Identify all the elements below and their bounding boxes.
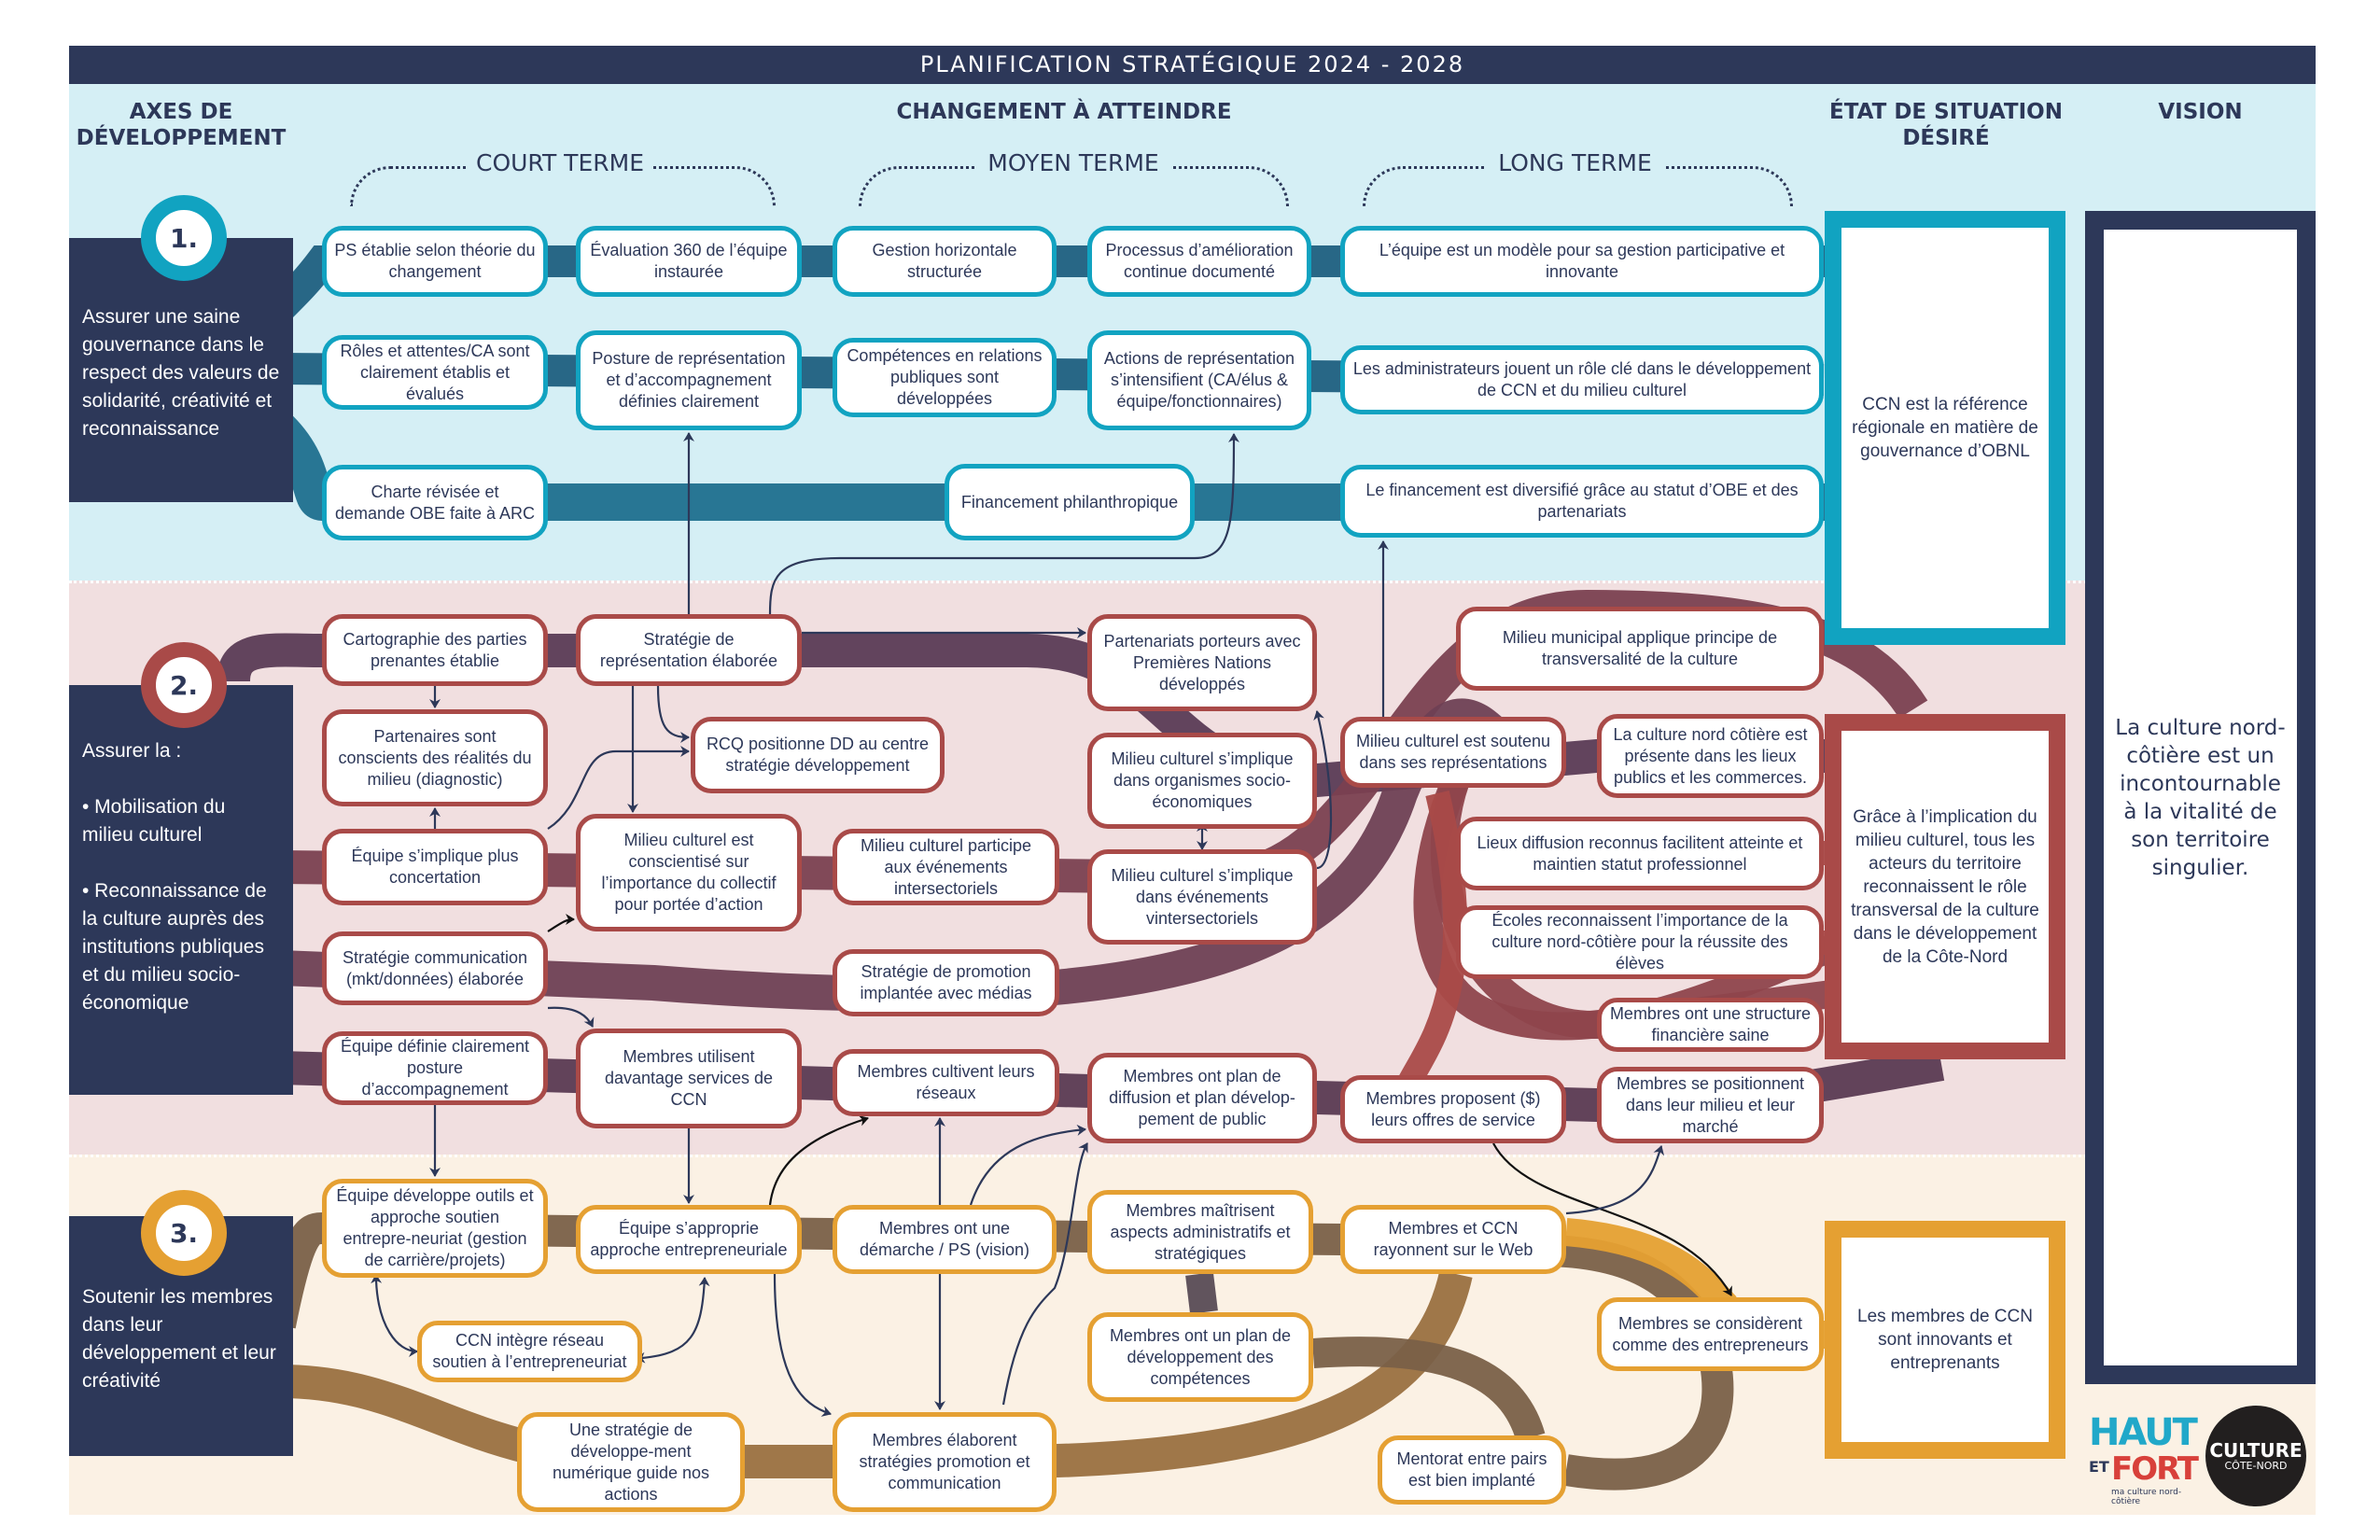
outcome-node-n1f: Rôles et attentes/CA sont clairement éta…	[322, 335, 548, 410]
axis-3-number: 3.	[141, 1190, 227, 1276]
logo-et-text: ET	[2089, 1458, 2109, 1476]
outcome-node-n2m: Milieu culturel s’implique dans événemen…	[1087, 849, 1317, 945]
outcome-node-n3i: Une stratégie de développe-ment numériqu…	[517, 1412, 745, 1512]
dependency-arrow	[547, 1006, 595, 1028]
outcome-node-n2s: Équipe définie clairement posture d’acco…	[322, 1031, 548, 1105]
dependency-arrow	[773, 1273, 832, 1417]
etat-membres-innovants: Les membres de CCN sont innovants et ent…	[1825, 1221, 2065, 1459]
outcome-node-n1l: Financement philanthropique	[945, 464, 1195, 540]
vision-box: La culture nord-côtière est un incontour…	[2085, 211, 2316, 1384]
culture-cote-nord-logo: CULTURE CÔTE-NORD	[2205, 1406, 2306, 1506]
outcome-node-n2t: Membres utilisent davantage services de …	[576, 1029, 802, 1128]
outcome-node-n2x: Membres se positionnent dans leur milieu…	[1597, 1067, 1824, 1143]
outcome-node-n3e: Membres et CCN rayonnent sur le Web	[1340, 1205, 1566, 1274]
outcome-node-n3g: Membres ont un plan de développement des…	[1087, 1312, 1313, 1402]
outcome-node-n3k: Mentorat entre pairs est bien implanté	[1378, 1435, 1566, 1505]
dependency-arrow	[547, 746, 690, 830]
outcome-node-n1k: Charte révisée et demande OBE faite à AR…	[322, 465, 548, 540]
outcome-node-n2h: Milieu culturel est soutenu dans ses rep…	[1340, 717, 1566, 788]
outcome-node-n1j: Les administrateurs jouent un rôle clé d…	[1340, 345, 1824, 414]
outcome-node-n2w: Membres proposent ($) leurs offres de se…	[1340, 1075, 1566, 1143]
dependency-arrow	[969, 1124, 1086, 1206]
outcome-node-n2a: Cartographie des parties prenantes établ…	[322, 614, 548, 686]
dependency-arrow	[1565, 1145, 1665, 1215]
outcome-node-n2c: Partenariats porteurs avec Premières Nat…	[1087, 614, 1317, 711]
dependency-arrow	[1313, 710, 1333, 870]
logo-fort-text: FORT	[2111, 1450, 2199, 1488]
dependency-arrow	[1001, 1142, 1088, 1406]
term-court: COURT TERME	[467, 149, 653, 176]
dependency-arrow	[768, 433, 1239, 615]
outcome-node-n2g: Milieu culturel s’implique dans organism…	[1087, 733, 1317, 829]
outcome-node-n2i: La culture nord côtière est présente dan…	[1597, 714, 1824, 798]
dependency-arrow	[656, 685, 690, 743]
term-long: LONG TERME	[1484, 149, 1666, 176]
outcome-node-n2l: Milieu culturel participe aux événements…	[833, 829, 1059, 905]
column-header-etat: ÉTAT DE SITUATION DÉSIRÉ	[1829, 100, 2063, 150]
flow-ribbon	[264, 1211, 1734, 1491]
outcome-node-n1d: Processus d’amélioration continue docume…	[1087, 226, 1311, 297]
dependency-arrow	[768, 1114, 869, 1206]
dependency-arrow	[371, 1274, 418, 1357]
outcome-node-n3b: Équipe s’approprie approche entrepreneur…	[576, 1205, 802, 1274]
outcome-node-n2r: Membres ont une structure financière sai…	[1597, 998, 1824, 1052]
logo-ccn-line2: CÔTE-NORD	[2224, 1459, 2288, 1472]
outcome-node-n3d: Membres maîtrisent aspects administratif…	[1087, 1190, 1313, 1274]
logo-haut-text: HAUT	[2089, 1411, 2198, 1454]
outcome-node-n1c: Gestion horizontale structurée	[833, 226, 1057, 297]
axis-2-number: 2.	[141, 642, 227, 728]
outcome-node-n2b: Stratégie de représentation élaborée	[576, 614, 802, 686]
outcome-node-n1e: L’équipe est un modèle pour sa gestion p…	[1340, 226, 1824, 297]
outcome-node-n2v: Membres ont plan de diffusion et plan dé…	[1087, 1053, 1317, 1143]
outcome-node-n1h: Compétences en relations publiques sont …	[833, 338, 1057, 417]
axis-1-number: 1.	[141, 195, 227, 281]
flow-ribbon	[1311, 1337, 1546, 1442]
column-header-axes: AXES DE DÉVELOPPEMENT	[76, 100, 287, 150]
outcome-node-n2n: Lieux diffusion reconnus facilitent atte…	[1456, 817, 1824, 890]
outcome-node-n1i: Actions de représentation s’intensifient…	[1087, 330, 1311, 430]
page-title: PLANIFICATION STRATÉGIQUE 2024 - 2028	[69, 46, 2316, 84]
column-header-changement: CHANGEMENT À ATTEINDRE	[896, 100, 1232, 124]
outcome-node-n2k: Milieu culturel est conscientisé sur l’i…	[576, 814, 802, 931]
dependency-arrow	[1492, 1142, 1732, 1296]
etat-culture-transversale: Grâce à l’implication du milieu culturel…	[1825, 714, 2065, 1059]
outcome-node-n2u: Membres cultivent leurs réseaux	[833, 1049, 1059, 1116]
outcome-node-n1m: Le financement est diversifié grâce au s…	[1340, 465, 1824, 538]
outcome-node-n2d: Milieu municipal applique principe de tr…	[1456, 607, 1824, 691]
logo-ccn-line1: CULTURE	[2209, 1438, 2303, 1462]
outcome-node-n3f: CCN intègre réseau soutien à l’entrepren…	[417, 1321, 642, 1382]
column-header-vision: VISION	[2158, 100, 2243, 124]
outcome-node-n2f: RCQ positionne DD au centre stratégie dé…	[691, 717, 945, 793]
term-moyen: MOYEN TERME	[975, 149, 1171, 176]
flow-ribbon	[1185, 1272, 1218, 1314]
logo-tagline: ma culture nord-côtière	[2111, 1488, 2182, 1506]
outcome-node-n3a: Équipe développe outils et approche sout…	[322, 1179, 548, 1278]
etat-governance: CCN est la référence régionale en matièr…	[1825, 211, 2065, 645]
outcome-node-n2o: Stratégie communication (mkt/données) él…	[322, 931, 548, 1005]
axis-1-description: Assurer une saine gouvernance dans le re…	[69, 238, 293, 502]
outcome-node-n2p: Stratégie de promotion implantée avec mé…	[833, 949, 1059, 1016]
dependency-arrow	[636, 1277, 710, 1364]
outcome-node-n3c: Membres ont une démarche / PS (vision)	[833, 1205, 1057, 1274]
outcome-node-n1b: Évaluation 360 de l’équipe instaurée	[576, 226, 802, 297]
outcome-node-n1g: Posture de représentation et d’accompagn…	[576, 330, 802, 430]
dependency-arrow	[547, 914, 575, 932]
outcome-node-n1a: PS établie selon théorie du changement	[322, 226, 548, 297]
axis-2-description: Assurer la : • Mobilisation du milieu cu…	[69, 685, 293, 1095]
outcome-node-n2j: Équipe s’implique plus concertation	[322, 829, 548, 905]
axis-3-description: Soutenir les membres dans leur développe…	[69, 1216, 293, 1456]
haut-et-fort-logo: HAUT ET FORT ma culture nord-côtière	[2083, 1411, 2199, 1512]
outcome-node-n2q: Écoles reconnaissent l’importance de la …	[1456, 905, 1824, 979]
outcome-node-n2e: Partenaires sont conscients des réalités…	[322, 709, 548, 806]
outcome-node-n3j: Membres élaborent stratégies promotion e…	[833, 1412, 1057, 1512]
outcome-node-n3h: Membres se considèrent comme des entrepr…	[1597, 1297, 1824, 1371]
